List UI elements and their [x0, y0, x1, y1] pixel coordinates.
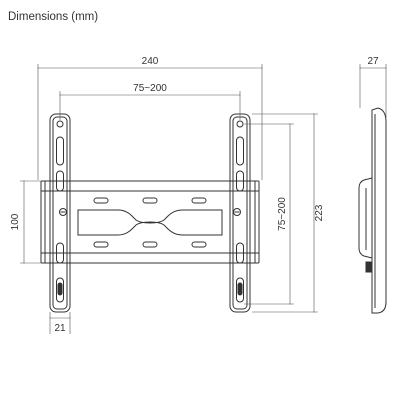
side-view	[358, 107, 387, 314]
drawing-title: Dimensions (mm)	[8, 11, 99, 23]
label-crossbar-height: 100	[10, 213, 21, 230]
dimension-lines	[20, 64, 387, 334]
front-view	[40, 113, 260, 313]
crossbar	[40, 180, 260, 264]
label-depth: 27	[367, 56, 379, 67]
label-vesa-horizontal: 75~200	[133, 83, 167, 94]
label-arm-width: 21	[54, 323, 66, 334]
label-vesa-vertical: 75~200	[277, 197, 288, 231]
label-overall-height: 223	[314, 204, 325, 221]
label-overall-width: 240	[142, 56, 159, 67]
